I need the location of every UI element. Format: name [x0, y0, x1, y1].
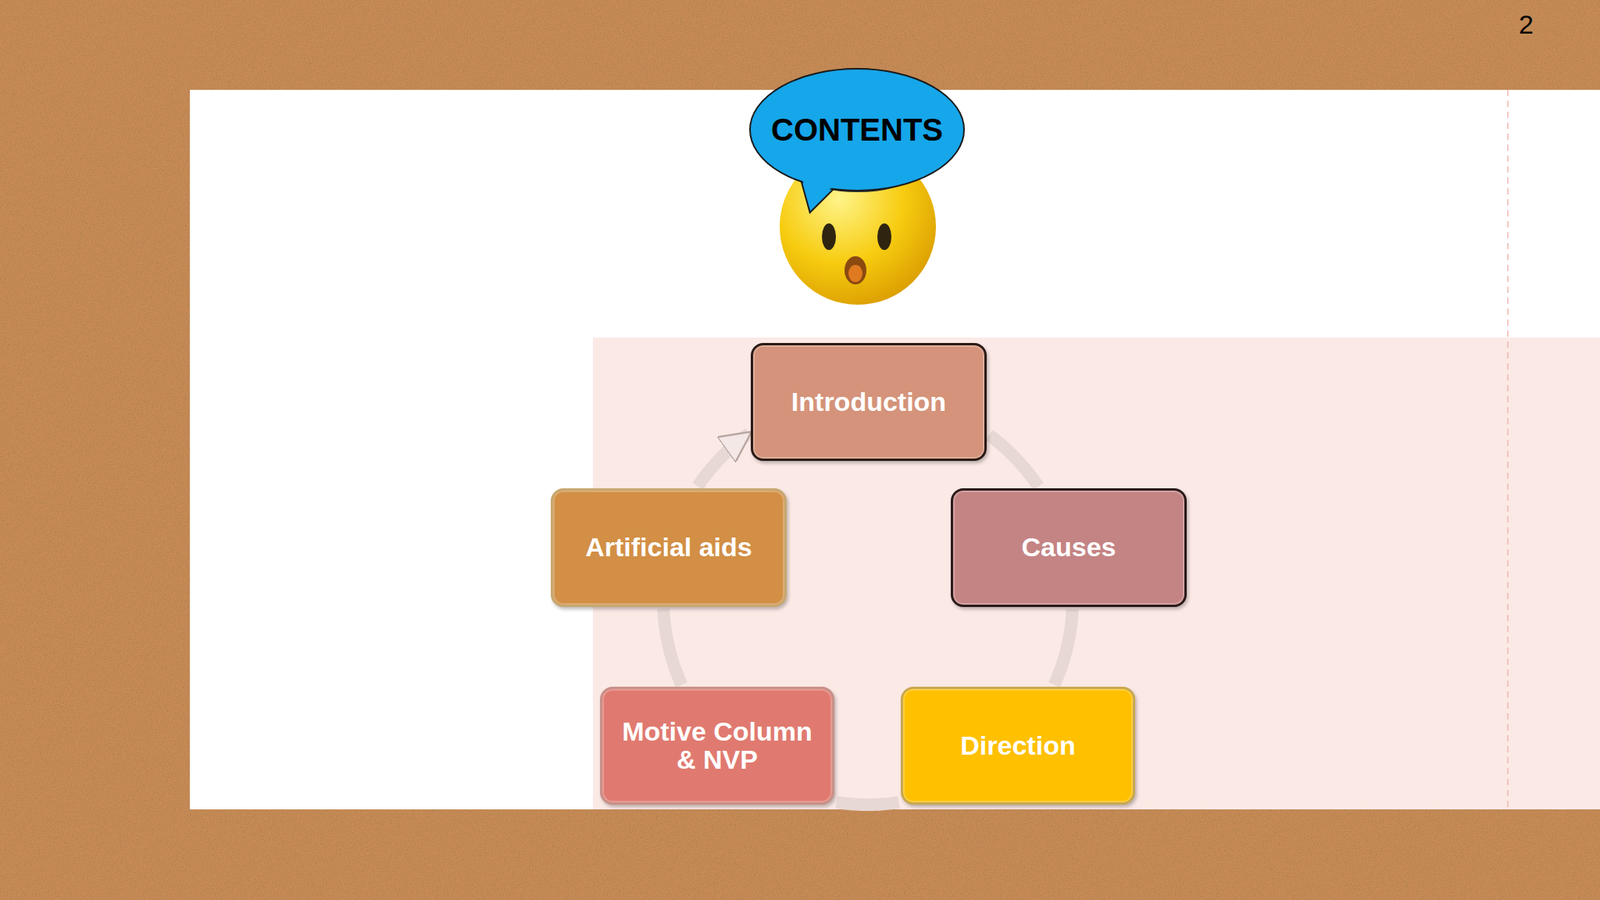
- cycle-arrow: [836, 802, 900, 805]
- white-panel: [189, 89, 1600, 810]
- process-box: Motive Column & NVP: [600, 686, 835, 805]
- box-label: Introduction: [791, 388, 947, 417]
- bubble-text: CONTENTS: [771, 112, 943, 148]
- box-label: Direction: [960, 732, 1075, 761]
- cycle-arrow: [697, 433, 750, 487]
- cycle-arrow: [1053, 609, 1072, 686]
- process-box: Direction: [900, 686, 1136, 805]
- dashed-guide: [1507, 89, 1509, 810]
- process-box: Artificial aids: [550, 488, 787, 608]
- process-box: Introduction: [750, 342, 987, 461]
- box-label: Motive Column & NVP: [619, 717, 815, 774]
- cycle-arrow: [663, 608, 682, 686]
- page-number: 2: [1518, 9, 1534, 40]
- speech-bubble: CONTENTS: [750, 68, 965, 191]
- cycle-arrow: [989, 435, 1039, 487]
- box-label: Causes: [1021, 533, 1117, 562]
- box-label: Artificial aids: [585, 533, 753, 562]
- process-box: Causes: [950, 488, 1187, 608]
